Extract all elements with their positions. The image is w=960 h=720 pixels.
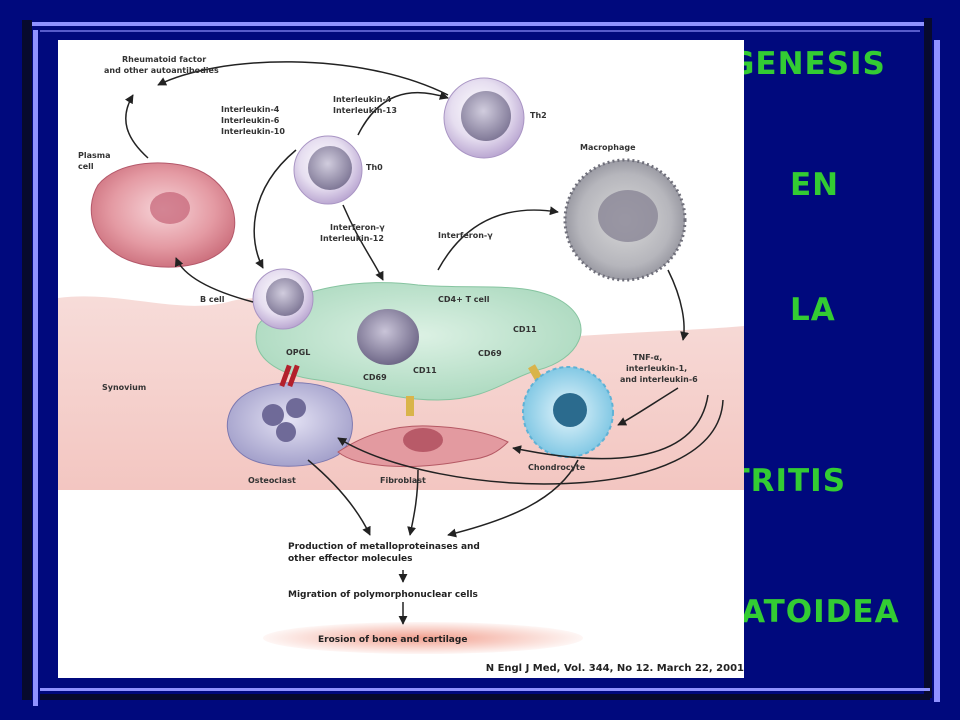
arrow-tnf-to-chondrocyte [617, 387, 679, 426]
label-production-line1: Production of metalloproteinases and [288, 542, 480, 552]
label-cd69-right: CD69 [478, 349, 502, 358]
frame-right-dark [924, 18, 932, 698]
chondrocyte-nucleus [553, 393, 587, 427]
label-interferon-right: Interferon-γ [438, 231, 493, 240]
fibroblast-nucleus [403, 428, 443, 452]
frame-top-line [32, 22, 928, 26]
arrow-bcell-to-plasma [174, 257, 254, 303]
arrow-th0-to-tcell [342, 204, 384, 281]
label-fibroblast: Fibroblast [380, 476, 426, 485]
plasma-cell-nucleus [150, 192, 190, 224]
osteoclast-nucleus-3 [276, 422, 296, 442]
label-il6: Interleukin-6 [221, 116, 280, 125]
arrow-th2-to-rf [157, 61, 449, 96]
label-other-autoantibodies: and other autoantibodies [104, 66, 219, 75]
b-cell-nucleus [266, 278, 304, 316]
label-b-cell: B cell [200, 295, 225, 304]
osteoclast-nucleus-1 [262, 404, 284, 426]
arrow-th0-to-th2 [357, 91, 449, 136]
frame-left-dark [22, 20, 32, 700]
arrow-fibroblast-to-production [407, 469, 419, 536]
label-migration: Migration of polymorphonuclear cells [288, 590, 478, 600]
label-and-interleukin6: and interleukin-6 [620, 375, 698, 384]
label-synovium: Synovium [102, 383, 146, 392]
label-il4-b: Interleukin-4 [333, 95, 392, 104]
arrow-tcell-to-macrophage [437, 206, 559, 271]
arrow-tnf-to-osteoclast [337, 399, 724, 485]
arrow-th2-to-bcell [253, 149, 297, 269]
pathogenesis-figure: Rheumatoid factor and other autoantibodi… [58, 40, 744, 678]
label-rheumatoid-factor: Rheumatoid factor [122, 55, 206, 64]
erosion-glow [263, 622, 583, 654]
osteoclast-nucleus-2 [286, 398, 306, 418]
label-il10: Interleukin-10 [221, 127, 285, 136]
label-chondrocyte: Chondrocyte [528, 463, 586, 472]
label-macrophage: Macrophage [580, 143, 636, 152]
label-plasma: Plasma [78, 151, 111, 160]
label-opgl: OPGL [286, 348, 310, 357]
label-interferon-left: Interferon-γ [330, 223, 385, 232]
label-tnf-alpha: TNF-α, [633, 353, 662, 362]
frame-right-line [934, 40, 940, 702]
th0-nucleus [308, 146, 352, 190]
arrow-rf-to-plasma [124, 94, 149, 159]
arrow-tnf-to-fibroblast [512, 394, 709, 460]
label-il4-a: Interleukin-4 [221, 105, 280, 114]
frame-bottom-dark [40, 694, 930, 700]
cd-connector-mid [406, 396, 414, 416]
label-il13: Interleukin-13 [333, 106, 397, 115]
label-erosion: Erosion of bone and cartilage [318, 635, 467, 645]
pathogenesis-diagram: Rheumatoid factor and other autoantibodi… [58, 55, 744, 654]
arrow-osteoclast-to-production [307, 459, 371, 536]
label-production-line2: other effector molecules [288, 554, 413, 564]
opgl-receptor-2 [287, 364, 300, 388]
th2-nucleus [461, 91, 511, 141]
opgl-receptor-1 [279, 364, 292, 388]
label-cd11-top: CD11 [513, 325, 537, 334]
citation: N Engl J Med, Vol. 344, No 12. March 22,… [485, 663, 744, 674]
label-th2: Th2 [530, 111, 547, 120]
label-cd11-mid: CD11 [413, 366, 437, 375]
label-cd4-t-cell: CD4+ T cell [438, 295, 490, 304]
macrophage-nucleus [598, 190, 658, 242]
title-en: EN [790, 167, 840, 203]
arrow-macrophage-to-tnf [667, 269, 689, 341]
cd4-t-cell-nucleus [357, 309, 419, 365]
frame-left-line [33, 30, 38, 706]
arrow-chondrocyte-to-production [447, 459, 579, 538]
title-la: LA [790, 292, 836, 328]
label-th0: Th0 [366, 163, 383, 172]
label-interleukin12: Interleukin-12 [320, 234, 384, 243]
frame-bottom-line [40, 688, 930, 691]
label-plasma-cell: cell [78, 162, 94, 171]
label-interleukin1: interleukin-1, [626, 364, 687, 373]
frame-top-line-inner [40, 30, 920, 32]
label-cd69-left: CD69 [363, 373, 387, 382]
label-osteoclast: Osteoclast [248, 476, 296, 485]
